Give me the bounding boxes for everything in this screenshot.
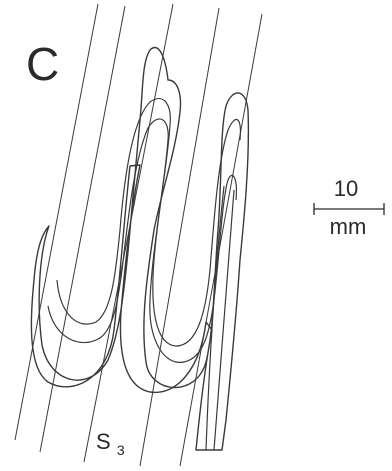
foliation-label-subscript: 3 [117,442,125,458]
panel-label: C [26,38,59,90]
cleavage-line [180,14,262,466]
foliation-label: S 3 [96,429,125,458]
foliation-label-main: S [96,429,111,454]
scale-bar: 10 mm [314,176,384,239]
cleavage-line [140,8,219,466]
bed-outer-outline [31,47,248,450]
scale-bar-value: 10 [334,176,358,201]
folded-bed [31,47,248,450]
bed-thin-limb [214,190,234,450]
scale-bar-unit: mm [330,214,367,239]
